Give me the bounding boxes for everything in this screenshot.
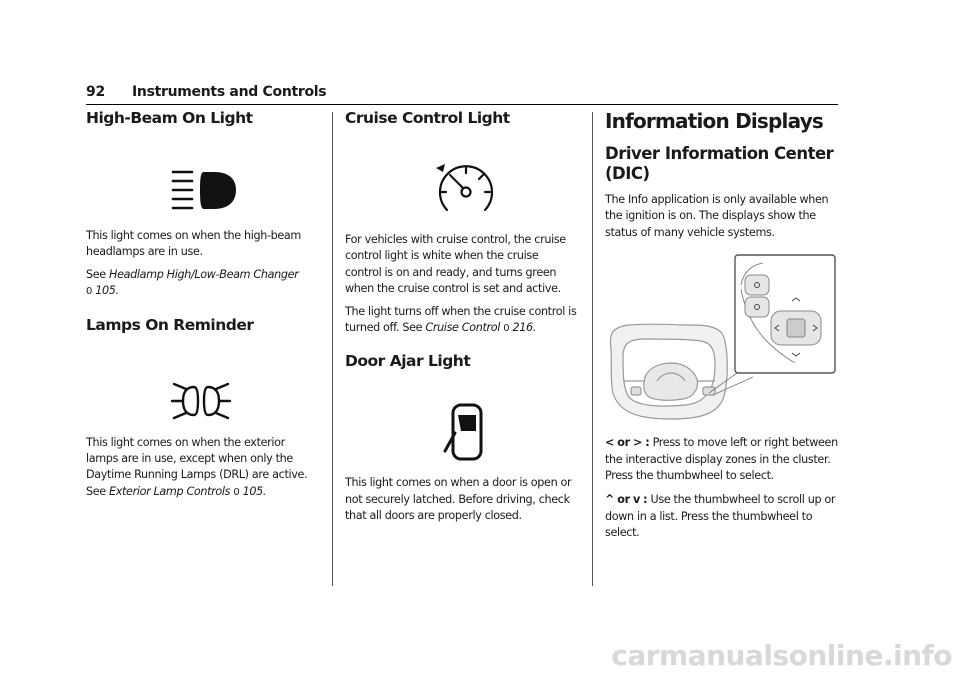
door-ajar-body: This light comes on when a door is open … bbox=[345, 476, 572, 523]
cruise-page-ref[interactable]: 216. bbox=[512, 321, 536, 335]
chevron-left-icon: < bbox=[605, 436, 615, 450]
column-left: High-Beam On Light This light comes on w… bbox=[86, 108, 318, 501]
high-beam-icon-box bbox=[86, 128, 318, 228]
lamps-on-icon-box bbox=[86, 335, 318, 435]
column-right: Information Displays Driver Information … bbox=[605, 108, 840, 542]
steering-wheel-controls-illustration bbox=[609, 254, 836, 420]
lamps-on-page-ref[interactable]: 105. bbox=[242, 484, 267, 498]
or-label: or bbox=[617, 493, 630, 507]
door-ajar-icon bbox=[443, 403, 483, 461]
dic-up-down: ^ or v : Use the thumbwheel to scroll up… bbox=[605, 492, 840, 541]
dic-left-right: < or > : Press to move left or right bet… bbox=[605, 435, 840, 484]
high-beam-page-ref[interactable]: 105. bbox=[95, 284, 119, 298]
high-beam-icon bbox=[171, 170, 236, 210]
cruise-icon-box bbox=[345, 128, 577, 232]
see-prefix: See bbox=[86, 267, 110, 281]
or-label: or bbox=[617, 436, 630, 450]
cruise-link[interactable]: Cruise Control bbox=[425, 321, 501, 335]
colon: : bbox=[643, 493, 648, 507]
watermark: carmanualsonline.info bbox=[611, 639, 952, 672]
dic-up-down-text: Use the thumbwheel to scroll up or down … bbox=[605, 493, 836, 540]
ref-arrow-icon: 0 bbox=[503, 323, 510, 335]
page-header: 92 Instruments and Controls bbox=[86, 82, 838, 105]
exterior-lamps-icon bbox=[170, 382, 232, 419]
door-ajar-heading: Door Ajar Light bbox=[345, 352, 471, 371]
door-ajar-icon-box bbox=[345, 371, 577, 475]
cruise-body-2: The light turns off when the cruise cont… bbox=[345, 304, 577, 338]
column-divider bbox=[332, 112, 333, 586]
cruise-control-icon bbox=[436, 164, 494, 212]
cruise-body: For vehicles with cruise control, the cr… bbox=[345, 233, 566, 296]
information-displays-heading: Information Displays bbox=[605, 109, 824, 133]
lamps-on-heading: Lamps On Reminder bbox=[86, 315, 254, 334]
dic-left-right-text: Press to move left or right between the … bbox=[605, 436, 838, 483]
high-beam-see: See Headlamp High/Low-Beam Changer 0 105. bbox=[86, 267, 318, 301]
chevron-down-icon: v bbox=[632, 493, 640, 507]
lamps-on-link[interactable]: Exterior Lamp Controls bbox=[109, 484, 231, 498]
dic-heading: Driver Information Center (DIC) bbox=[605, 144, 834, 183]
page-number: 92 bbox=[86, 84, 105, 100]
lamps-on-body: This light comes on when the exterior la… bbox=[86, 435, 318, 502]
cruise-text: The light turns off when the cruise cont… bbox=[345, 304, 577, 335]
high-beam-heading: High-Beam On Light bbox=[86, 109, 253, 127]
ref-arrow-icon: 0 bbox=[86, 286, 93, 298]
colon: : bbox=[645, 436, 650, 450]
column-middle: Cruise Control Light For vehicles with c… bbox=[345, 108, 577, 525]
ref-arrow-icon: 0 bbox=[233, 486, 240, 498]
dic-intro: The Info application is only available w… bbox=[605, 193, 829, 239]
cruise-heading: Cruise Control Light bbox=[345, 109, 510, 127]
high-beam-body: This light comes on when the high-beam h… bbox=[86, 229, 301, 259]
section-title: Instruments and Controls bbox=[132, 84, 327, 100]
chevron-right-icon: > bbox=[632, 436, 643, 450]
high-beam-link[interactable]: Headlamp High/Low-Beam Changer bbox=[109, 267, 299, 281]
chevron-up-icon: ^ bbox=[605, 493, 615, 507]
lamps-on-text: This light comes on when the exterior la… bbox=[86, 435, 308, 498]
column-divider bbox=[592, 112, 593, 586]
dic-illustration-box bbox=[605, 253, 840, 429]
